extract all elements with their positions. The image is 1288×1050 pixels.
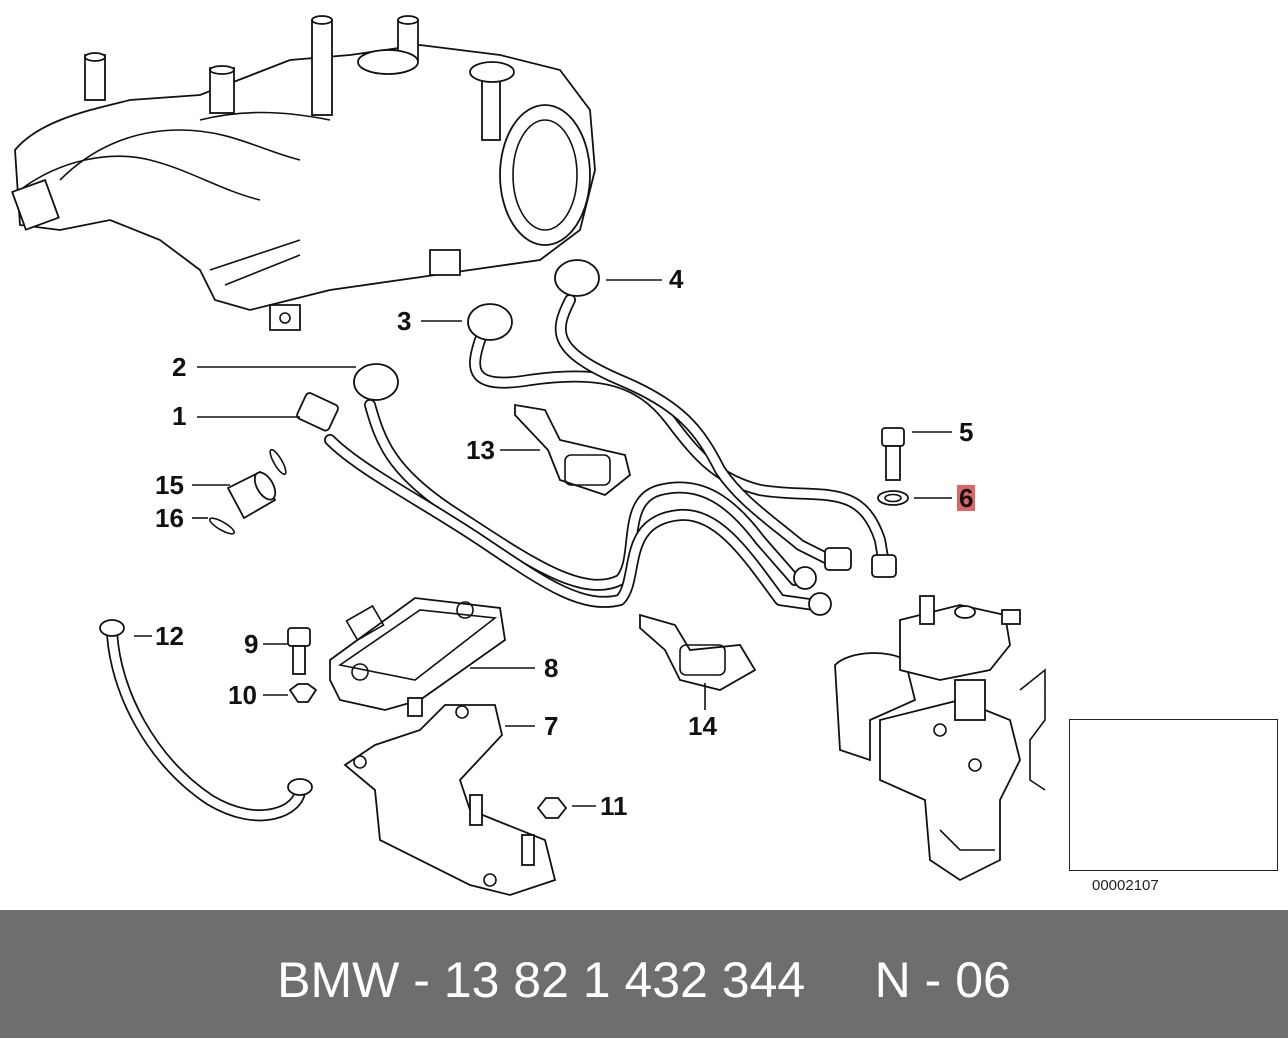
parts-illustration (11, 15, 1271, 896)
callout-15[interactable]: 15 (155, 470, 184, 500)
parts-diagram: 1 2 3 4 5 6 7 8 9 10 11 12 13 14 15 16 0… (11, 15, 1278, 896)
vehicle-location-inset (1069, 719, 1278, 871)
pump-assembly-drawing (834, 595, 1046, 882)
small-parts-drawing (208, 427, 909, 819)
callout-12[interactable]: 12 (155, 621, 184, 651)
callout-8[interactable]: 8 (544, 653, 559, 683)
callout-10[interactable]: 10 (228, 680, 257, 710)
callout-16[interactable]: 16 (155, 503, 184, 533)
footer-bar: BMW - 13 82 1 432 344 N - 06 (0, 910, 1288, 1038)
mounting-plate-drawing (343, 697, 557, 896)
vacuum-hoses-drawing (296, 259, 897, 616)
callout-5[interactable]: 5 (959, 417, 974, 447)
callout-13[interactable]: 13 (466, 435, 495, 465)
callout-6[interactable]: 6 (957, 483, 976, 513)
callout-2[interactable]: 2 (172, 352, 187, 382)
part-number-caption: BMW - 13 82 1 432 344 N - 06 (277, 952, 1011, 1008)
callout-4[interactable]: 4 (669, 264, 684, 294)
callout-11[interactable]: 11 (600, 791, 628, 821)
callout-14[interactable]: 14 (688, 711, 717, 741)
leader-lines (134, 279, 952, 807)
hose-12-drawing (99, 619, 313, 822)
diagram-code: 00002107 (1092, 877, 1159, 894)
callout-7[interactable]: 7 (544, 711, 559, 741)
callout-1[interactable]: 1 (172, 401, 187, 431)
intake-manifold-drawing (11, 15, 596, 331)
control-unit-drawing (329, 597, 506, 711)
callout-9[interactable]: 9 (244, 629, 259, 659)
callout-3[interactable]: 3 (397, 306, 412, 336)
brackets-drawing (514, 403, 757, 691)
